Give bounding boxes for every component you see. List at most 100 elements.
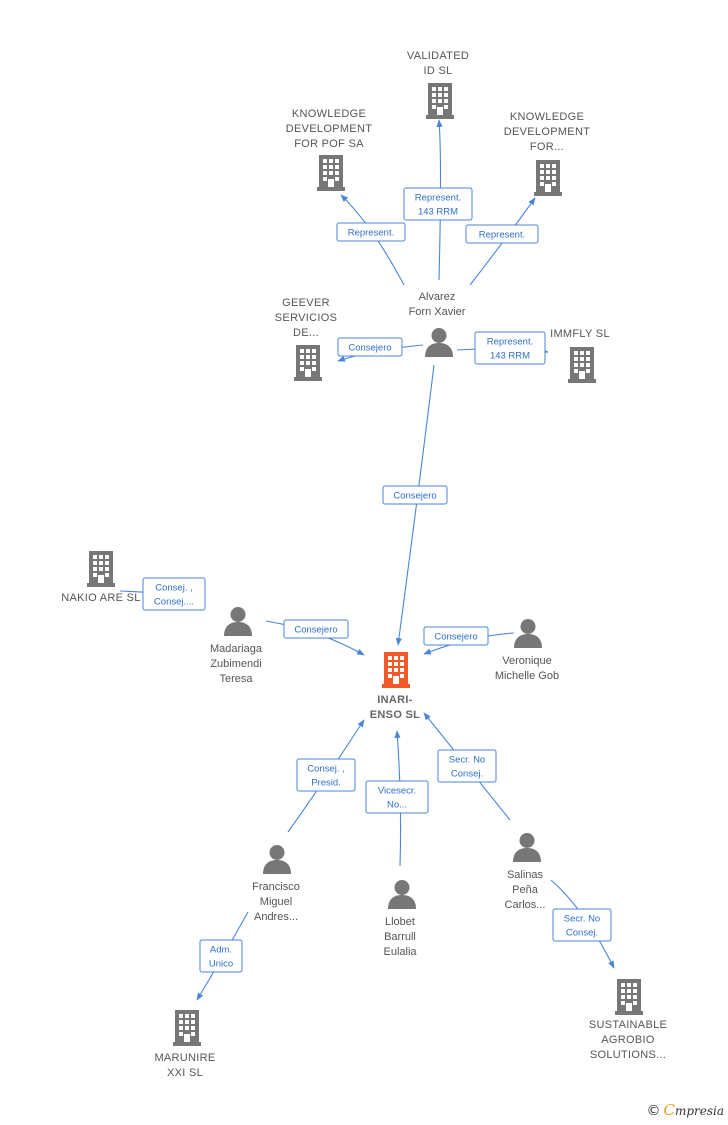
node-label: FOR POF SA bbox=[294, 138, 364, 150]
node-immfly[interactable]: IMMFLY SL bbox=[550, 328, 610, 383]
node-label: Forn Xavier bbox=[409, 306, 466, 318]
company-building-icon bbox=[294, 345, 322, 381]
relation-label-box[interactable] bbox=[142, 577, 206, 611]
node-nakio[interactable]: NAKIO ARE SL bbox=[61, 551, 140, 604]
relation-label-box[interactable] bbox=[283, 619, 349, 639]
node-label: GEEVER bbox=[282, 297, 330, 309]
node-label: INARI- bbox=[377, 694, 412, 706]
relation-label-box[interactable] bbox=[337, 337, 403, 357]
relation-label-text: Consejero bbox=[294, 625, 337, 636]
node-label: Alvarez bbox=[419, 291, 456, 303]
company-building-icon bbox=[568, 347, 596, 383]
node-salinas[interactable]: SalinasPeñaCarlos... bbox=[505, 833, 546, 911]
node-label: FOR... bbox=[530, 141, 564, 153]
relation-llobet-inari[interactable]: Vicesecr. No... bbox=[365, 730, 429, 867]
relation-alvarez-kdpof[interactable]: Represent. bbox=[336, 194, 406, 286]
relation-label-box[interactable] bbox=[199, 939, 243, 973]
relation-label-text: Represent. bbox=[348, 228, 394, 239]
relation-label-text: Consej. , bbox=[307, 764, 345, 775]
relation-label-text: Presid. bbox=[311, 778, 341, 789]
relation-francisco-marunire[interactable]: Adm. Unico bbox=[196, 911, 249, 1001]
relation-alvarez-inari[interactable]: Consejero bbox=[382, 364, 448, 646]
person-icon bbox=[425, 328, 453, 357]
node-label: Peña bbox=[512, 884, 539, 896]
node-label: Teresa bbox=[219, 673, 253, 685]
node-label: VALIDATED bbox=[407, 50, 469, 62]
node-inari[interactable]: INARI-ENSO SL bbox=[370, 652, 420, 721]
person-icon bbox=[513, 833, 541, 862]
node-label: Zubimendi bbox=[210, 658, 261, 670]
relation-alvarez-geever[interactable]: Consejero bbox=[337, 337, 424, 362]
relation-label-text: Unico bbox=[209, 959, 233, 970]
relation-label-text: Consejero bbox=[393, 491, 436, 502]
relation-francisco-inari[interactable]: Consej. , Presid. bbox=[287, 719, 365, 833]
edges: Represent. 143 RRM Represent. Represent. Con… bbox=[119, 119, 615, 1001]
company-building-icon bbox=[426, 83, 454, 119]
brand-initial: C bbox=[663, 1101, 675, 1119]
relation-label-box[interactable] bbox=[465, 224, 539, 244]
node-label: Madariaga bbox=[210, 643, 263, 655]
relation-label-box[interactable] bbox=[437, 749, 497, 783]
company-building-icon bbox=[317, 155, 345, 191]
relation-veronique-inari[interactable]: Consejero bbox=[423, 626, 515, 655]
relation-label-box[interactable] bbox=[365, 780, 429, 814]
node-label: SUSTAINABLE bbox=[589, 1019, 667, 1031]
relation-label-text: Consej. , bbox=[155, 583, 193, 594]
node-geever[interactable]: GEEVERSERVICIOSDE... bbox=[275, 297, 337, 381]
node-label: Salinas bbox=[507, 869, 544, 881]
relation-alvarez-immfly[interactable]: Represent. 143 RRM bbox=[456, 331, 549, 365]
relation-label-box[interactable] bbox=[423, 626, 489, 646]
relation-salinas-sustainable[interactable]: Secr. No Consej. bbox=[550, 879, 615, 969]
relation-label-text: Vicesecr. bbox=[378, 786, 416, 797]
node-label: NAKIO ARE SL bbox=[61, 592, 140, 604]
brand-name: mpresia bbox=[674, 1104, 724, 1118]
relation-label-box[interactable] bbox=[382, 485, 448, 505]
node-label: KNOWLEDGE bbox=[510, 111, 584, 123]
empresia-logo[interactable]: ©Cmpresia bbox=[646, 1101, 724, 1119]
relation-label-text: 143 RRM bbox=[490, 351, 530, 362]
relation-label-text: Consejero bbox=[348, 343, 391, 354]
node-sustainable[interactable]: SUSTAINABLEAGROBIOSOLUTIONS... bbox=[589, 979, 667, 1061]
relation-label-text: Consej. bbox=[566, 928, 598, 939]
node-label: AGROBIO bbox=[601, 1034, 655, 1046]
relation-alvarez-validated[interactable]: Represent.143 RRM bbox=[403, 119, 473, 281]
relation-label-box[interactable] bbox=[403, 187, 473, 221]
relation-label-box[interactable] bbox=[552, 908, 612, 942]
relation-alvarez-kdfor[interactable]: Represent. bbox=[465, 197, 539, 286]
relation-label-text: Represent. bbox=[487, 337, 533, 348]
person-icon bbox=[224, 607, 252, 636]
relation-label-box[interactable] bbox=[296, 758, 356, 792]
relation-arrow bbox=[436, 119, 443, 281]
relation-label-text: Consej.... bbox=[154, 597, 194, 608]
node-label: MARUNIRE bbox=[154, 1052, 215, 1064]
node-label: SERVICIOS bbox=[275, 312, 337, 324]
relation-label-box[interactable] bbox=[336, 222, 406, 242]
node-label: Andres... bbox=[254, 911, 298, 923]
relation-label-text: Adm. bbox=[210, 945, 232, 956]
person-icon bbox=[388, 880, 416, 909]
relation-label-text: Consej. bbox=[451, 769, 483, 780]
relation-label-text: Represent. bbox=[415, 193, 461, 204]
node-kdfor[interactable]: KNOWLEDGEDEVELOPMENTFOR... bbox=[504, 111, 590, 196]
node-label: Veronique bbox=[502, 655, 552, 667]
node-francisco[interactable]: FranciscoMiguelAndres... bbox=[252, 845, 300, 923]
relation-nakio[interactable]: Consej. , Consej.... bbox=[119, 577, 206, 611]
node-label: Eulalia bbox=[383, 946, 417, 958]
node-label: Llobet bbox=[385, 916, 415, 928]
company-building-icon bbox=[173, 1010, 201, 1046]
relation-label-text: No... bbox=[387, 800, 407, 811]
relation-madariaga-inari[interactable]: Consejero bbox=[265, 619, 365, 656]
relation-label-text: Secr. No bbox=[564, 914, 600, 925]
company-building-icon bbox=[534, 160, 562, 196]
relation-label-box[interactable] bbox=[474, 331, 546, 365]
